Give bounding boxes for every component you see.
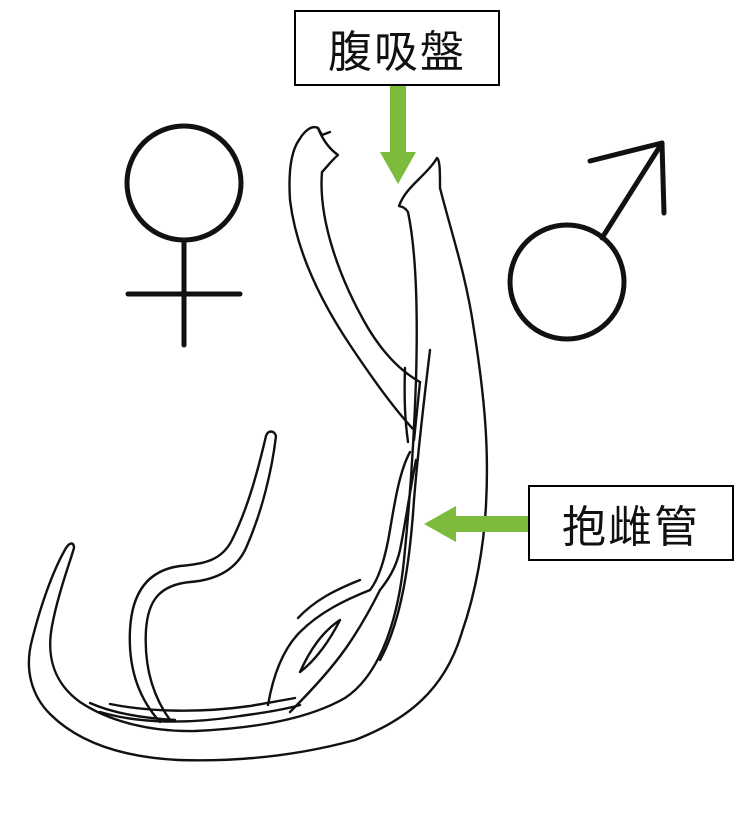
gynecophoral-canal-arrow-icon bbox=[424, 506, 530, 542]
gynecophoral-canal-label: 抱雌管 bbox=[528, 485, 734, 561]
ventral-sucker-label: 腹吸盤 bbox=[294, 10, 500, 86]
male-symbol-icon bbox=[510, 143, 664, 339]
female-worm-body bbox=[100, 127, 420, 722]
ventral-sucker-arrow-icon bbox=[380, 86, 416, 184]
male-worm-body bbox=[29, 158, 487, 760]
female-symbol-icon bbox=[127, 126, 241, 345]
